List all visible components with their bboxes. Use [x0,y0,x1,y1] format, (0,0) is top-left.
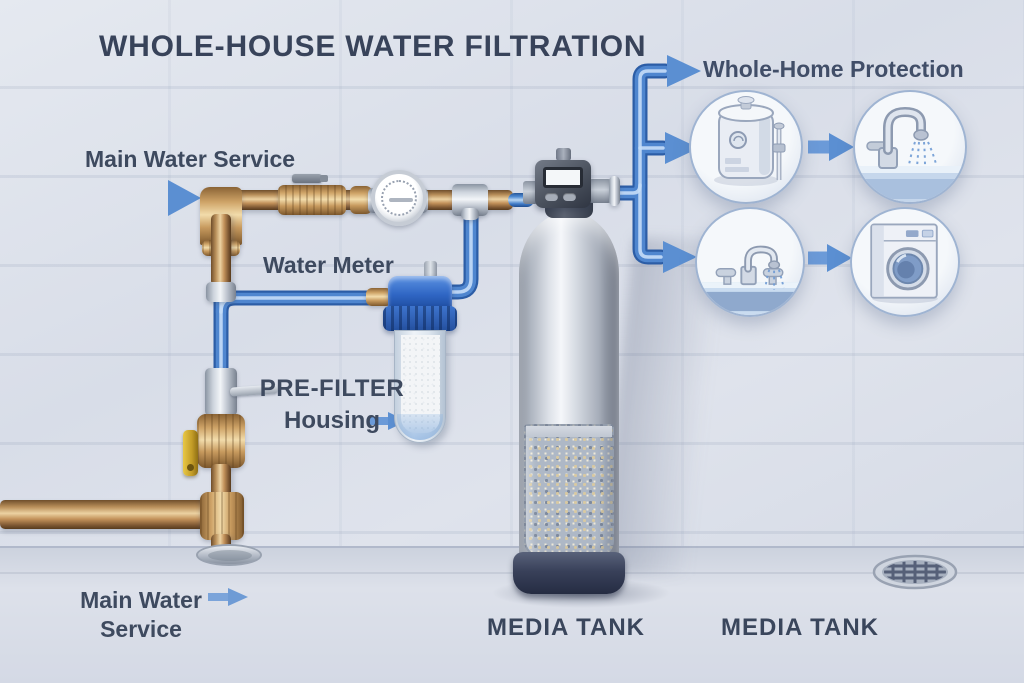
main-water-service-arrow [96,180,201,216]
arrow-heater-to-faucet [808,133,854,161]
page-title: WHOLE-HOUSE WATER FILTRATION [99,30,647,63]
prefilter-housing-body [394,330,446,443]
kitchen-faucet-icon [855,106,965,202]
prefilter-label-line2: Housing [284,407,380,434]
bottom-tee-fitting [200,492,244,540]
union-coupling [278,185,346,215]
floor [0,546,1024,683]
prefilter-inlet-fitting [366,288,392,306]
control-head-button-right [563,193,576,201]
media-tank-label-left: MEDIA TANK [487,614,645,641]
media-tank-granules [524,424,614,557]
control-head-knob [556,148,571,161]
tee-stub [461,208,479,220]
main-water-bottom-line2: Service [100,616,182,642]
protection-heading: Whole-Home Protection [703,56,964,82]
control-head [535,160,591,208]
washing-machine-circle [850,207,960,317]
bathroom-faucet-icon [697,245,803,315]
water-heater-icon [714,96,786,186]
water-meter-label: Water Meter [263,252,394,278]
inline-valve-lever-icon [292,174,328,183]
floor-drain-icon [872,554,958,590]
pipe-coupling [350,186,372,214]
water-meter-gauge-icon [371,170,427,226]
main-water-bottom-arrow [208,588,248,606]
water-heater-circle [689,90,803,204]
media-tank-base [513,552,625,594]
washing-machine-icon [870,223,938,304]
arrow-sink-to-washer [808,244,852,272]
arrow-to-protection-heading [667,55,701,87]
main-water-bottom-line1: Main Water [80,587,202,613]
main-water-service-label-top: Main Water Service [85,146,296,172]
riser-pipe-upper [211,214,231,286]
brass-ball-valve [197,414,245,468]
kitchen-faucet-circle [853,90,967,204]
prefilter-cap [388,276,452,310]
control-head-display [543,167,583,188]
bathroom-faucet-circle [695,207,805,317]
outlet-chrome-ring [609,176,620,206]
arrow-to-bathroom-faucet [663,241,697,273]
riser-chrome-coupler [206,282,236,302]
prefilter-vent [424,261,437,278]
control-head-button-left [545,193,558,201]
prefilter-label: PRE-FILTER Housing [252,375,412,435]
valve-yellow-handle-icon [183,430,198,476]
main-water-service-label-bottom: Main Water Service [58,586,224,644]
control-head-inlet-port [523,181,538,204]
control-head-outlet-port [588,179,612,203]
media-tank-label-right: MEDIA TANK [721,614,879,641]
arrow-to-water-heater [665,132,699,164]
main-supply-pipe-bottom [0,500,208,529]
prefilter-label-line1: PRE-FILTER [259,375,405,402]
prefilter-ring [383,306,457,331]
floor-flange [196,544,262,566]
